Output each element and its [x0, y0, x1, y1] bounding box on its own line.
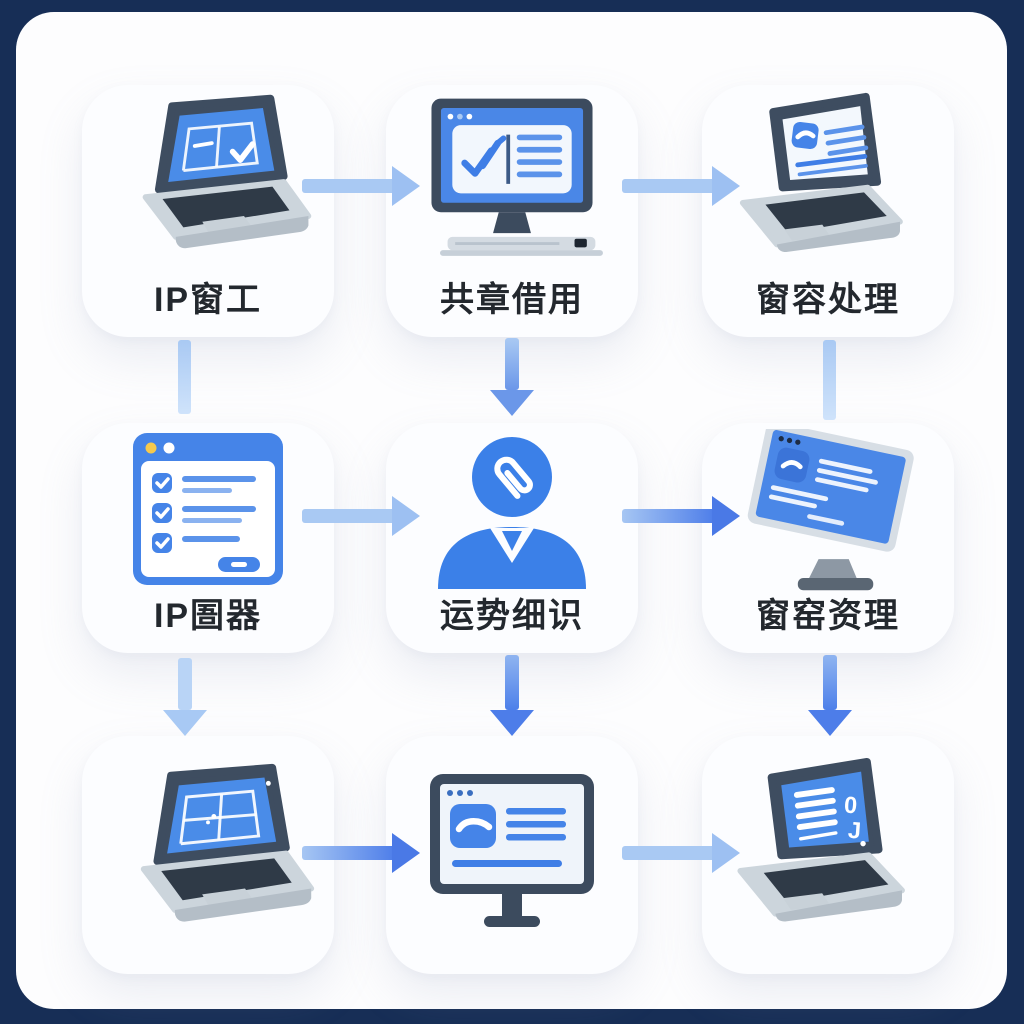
arrow-right-5-6-icon [622, 496, 740, 536]
flow-cell-4: IP圄器 [82, 423, 334, 653]
tilted-monitor-icon [702, 429, 954, 594]
arrow-right-2-3-icon [622, 166, 740, 206]
person-paperclip-icon [386, 429, 638, 594]
laptop-wireframe-icon [82, 760, 334, 945]
flow-cell-3-label: 窗容处理 [756, 281, 900, 319]
laptop-contact-icon [702, 91, 954, 271]
flow-cell-5: 运势细识 [386, 423, 638, 653]
connector-down-3-6-icon [823, 340, 836, 420]
monitor-card-icon [386, 766, 638, 946]
flow-cell-7 [82, 736, 334, 974]
flow-cell-8 [386, 736, 638, 974]
arrow-right-7-8-icon [302, 833, 420, 873]
laptop-check-icon [82, 91, 334, 271]
flow-cell-9: 0 J [702, 736, 954, 974]
flow-cell-2-label: 共章借用 [440, 281, 584, 319]
arrow-right-1-2-icon [302, 166, 420, 206]
flow-cell-4-label: IP圄器 [153, 597, 263, 635]
arrow-right-8-9-icon [622, 833, 740, 873]
flow-cell-6-label: 窗窑资理 [756, 597, 900, 635]
desktop-approve-icon [386, 91, 638, 271]
checklist-window-icon [82, 429, 334, 594]
connector-down-1-4-icon [178, 340, 191, 414]
flow-cell-1: IP窗工 [82, 85, 334, 337]
flow-cell-6: 窗窑资理 [702, 423, 954, 653]
svg-text:J: J [847, 817, 862, 844]
flow-cell-3: 窗容处理 [702, 85, 954, 337]
laptop-document-icon: 0 J [702, 756, 954, 941]
flow-cell-5-label: 运势细识 [440, 597, 584, 635]
svg-text:0: 0 [843, 792, 858, 819]
flow-cell-2: 共章借用 [386, 85, 638, 337]
arrow-right-4-5-icon [302, 496, 420, 536]
flow-cell-1-label: IP窗工 [153, 281, 263, 319]
